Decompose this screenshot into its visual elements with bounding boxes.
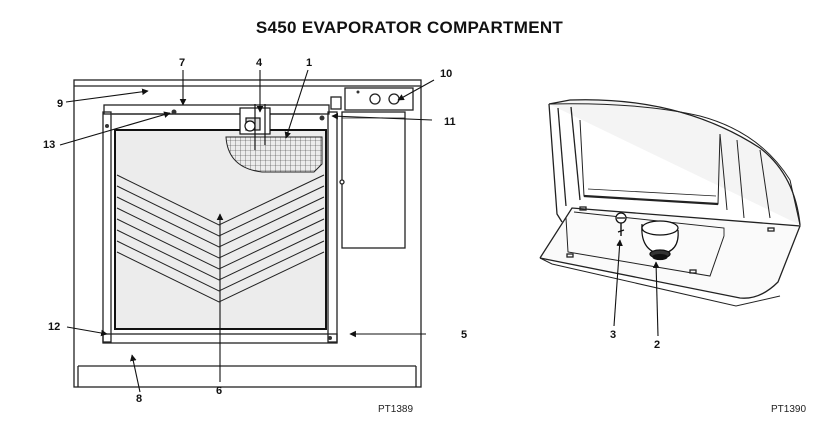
coil-fins: [225, 136, 323, 173]
left-side-panel: [102, 111, 112, 343]
callout-3: 3: [610, 329, 616, 341]
callout-8: 8: [136, 393, 142, 405]
callout-9: 9: [57, 98, 63, 110]
callout-12: 12: [48, 321, 60, 333]
callout-11: 11: [444, 116, 456, 128]
left-callout-lines: [59, 69, 435, 393]
figure-code-right: PT1390: [771, 404, 806, 415]
figure-code-left: PT1389: [378, 404, 413, 415]
underside-view: [539, 99, 801, 307]
junction-box: [344, 87, 414, 111]
expansion-valve: [239, 104, 271, 150]
right-side-panel: [327, 111, 338, 343]
mounting-screw: [615, 212, 627, 236]
control-box: [341, 111, 406, 249]
callout-4: 4: [256, 57, 263, 69]
grille-chevrons: [116, 174, 325, 303]
callout-13: 13: [43, 139, 55, 151]
housing-top-curve: [548, 99, 801, 226]
callout-10: 10: [440, 68, 452, 80]
page-title: S450 EVAPORATOR COMPARTMENT: [255, 18, 564, 37]
housing-outline: [73, 79, 422, 388]
drain-fitting: [641, 220, 679, 261]
callout-5: 5: [461, 329, 467, 341]
callout-1: 1: [306, 57, 312, 69]
callout-7: 7: [179, 57, 185, 69]
right-callout-lines: [613, 239, 660, 337]
callout-2: 2: [654, 339, 660, 351]
right-callout-labels: 3 2: [610, 329, 660, 351]
callout-6: 6: [216, 385, 222, 397]
left-callout-labels: 1 4 5 6 7 8 9 10 11 12 13: [43, 57, 467, 405]
